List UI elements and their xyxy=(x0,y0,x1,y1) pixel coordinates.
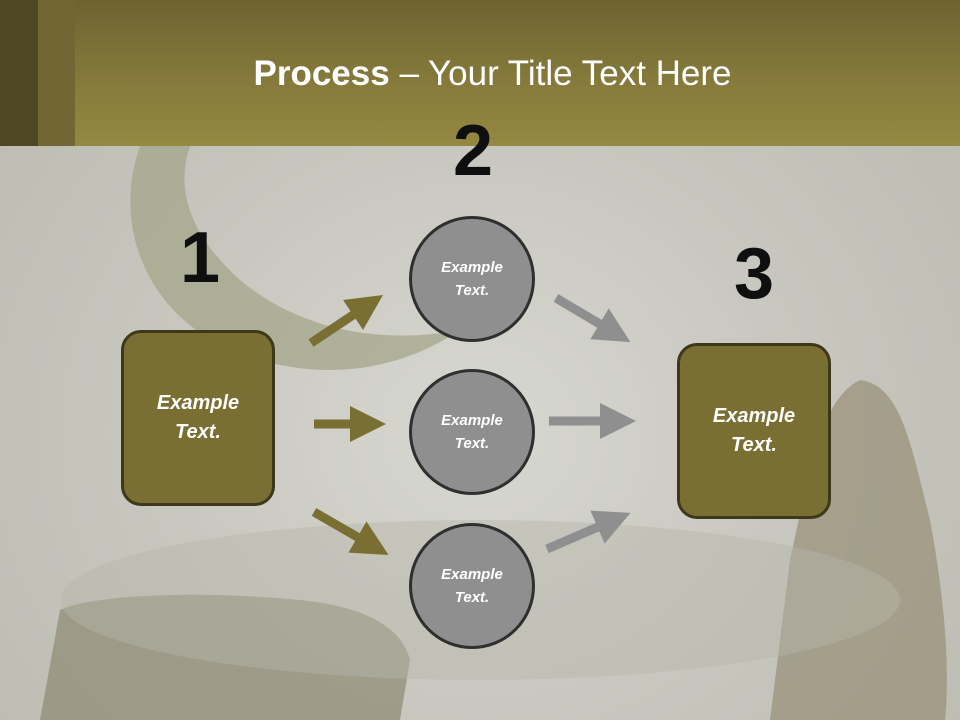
right-box-text: Example Text. xyxy=(712,405,796,456)
arrow-left-to-bottom xyxy=(311,508,389,555)
circle-top-text: Example Text. xyxy=(441,259,503,299)
circle-bottom-text: Example Text. xyxy=(441,566,503,606)
circle-middle-text: Example Text. xyxy=(441,412,503,452)
step-number-1: 1 xyxy=(179,218,221,298)
title-rest: – Your Title Text Here xyxy=(389,54,732,93)
step-number-3: 3 xyxy=(733,234,775,314)
title-bold: Process xyxy=(253,54,390,93)
arrow-bottom-to-right xyxy=(545,510,631,554)
step-number-2: 2 xyxy=(452,111,494,191)
header-accent-dark xyxy=(0,0,38,146)
arrow-left-to-top xyxy=(308,295,383,347)
left-process-box[interactable]: Example Text. xyxy=(121,330,275,506)
header-accent-mid xyxy=(38,0,75,146)
slide-title: Process – Your Title Text Here xyxy=(0,52,960,96)
arrow-top-to-right xyxy=(553,294,631,343)
header-band xyxy=(0,0,960,146)
process-circle-middle[interactable]: Example Text. xyxy=(409,369,535,495)
left-box-text: Example Text. xyxy=(156,392,240,443)
right-process-box[interactable]: Example Text. xyxy=(677,343,831,519)
process-circle-bottom[interactable]: Example Text. xyxy=(409,523,535,649)
process-circle-top[interactable]: Example Text. xyxy=(409,216,535,342)
